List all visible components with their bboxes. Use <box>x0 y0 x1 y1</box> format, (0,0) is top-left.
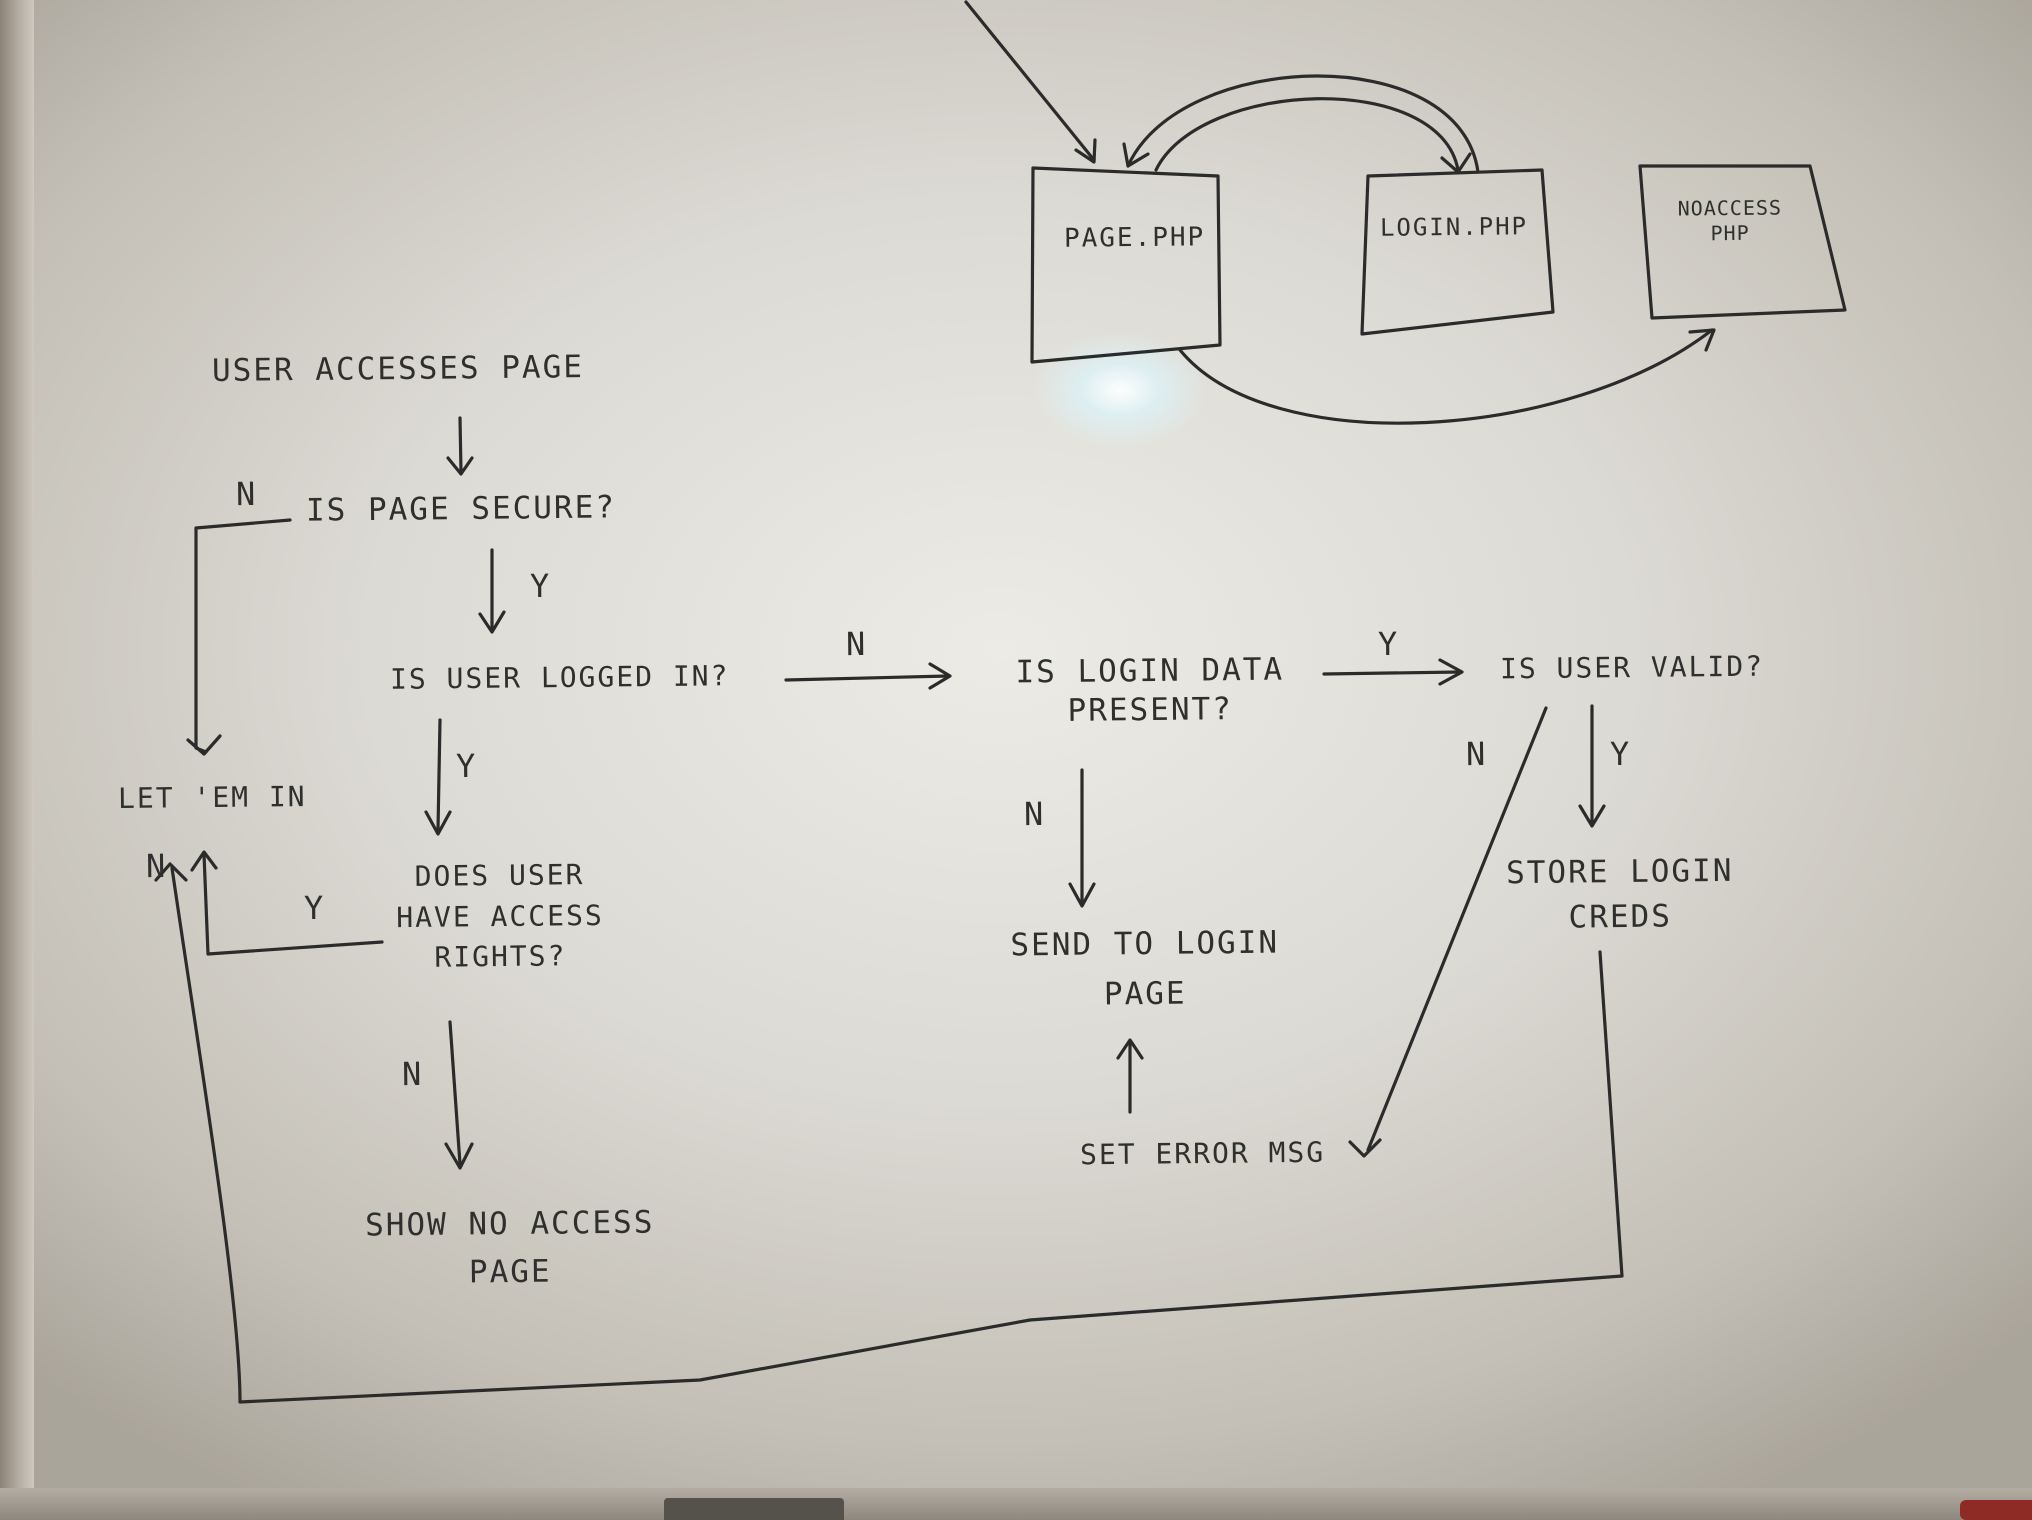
arrow-login-to-page <box>1126 74 1480 174</box>
label-rights-yes: Y <box>303 888 326 928</box>
node-start: USER ACCESSES PAGE <box>211 349 585 389</box>
edge-store-to-letin <box>170 866 1624 1404</box>
box-noaccess-label: NOACCESS PHP <box>1677 195 1783 246</box>
node-secure: IS PAGE SECURE? <box>305 489 617 529</box>
label-secure-yes: Y <box>529 566 552 606</box>
node-rights: DOES USER HAVE ACCESS RIGHTS? <box>396 858 604 974</box>
label-secure-no: N <box>235 474 258 514</box>
label-uservalid-yes: Y <box>1609 734 1632 774</box>
edge-rights-yes <box>202 852 384 956</box>
box-login-label: LOGIN.PHP <box>1379 212 1529 242</box>
node-user-valid: IS USER VALID? <box>1499 649 1765 686</box>
edge-uservalid-no <box>1366 706 1548 1152</box>
node-let-in: LET 'EM IN <box>117 780 307 815</box>
label-rights-no: N <box>401 1054 424 1094</box>
edge-rights-no <box>448 1020 462 1166</box>
edge-secure-no <box>194 518 292 754</box>
node-send-login: SEND TO LOGIN PAGE <box>1010 924 1280 1013</box>
box-page-label: PAGE.PHP <box>1063 222 1206 254</box>
label-uservalid-no: N <box>1465 734 1488 774</box>
red-marker <box>1960 1500 2032 1520</box>
edge-logindata-yes <box>1322 670 1462 676</box>
node-set-error: SET ERROR MSG <box>1079 1135 1326 1172</box>
arrow-into-page <box>964 0 1096 162</box>
edge-loggedin-yes <box>436 718 442 832</box>
box-noaccess <box>1638 164 1847 320</box>
label-loggedin-yes: Y <box>455 746 478 786</box>
whiteboard-frame <box>0 0 34 1520</box>
node-store-creds: STORE LOGIN CREDS <box>1505 852 1734 936</box>
node-no-access: SHOW NO ACCESS PAGE <box>364 1204 655 1291</box>
arrow-page-to-login <box>1154 97 1460 172</box>
label-logindata-yes: Y <box>1377 624 1400 664</box>
arrow-page-to-noaccess <box>1178 328 1714 425</box>
label-letin-n: N <box>145 846 168 886</box>
node-logged-in: IS USER LOGGED IN? <box>389 659 730 696</box>
marker-tray <box>0 1488 2032 1520</box>
edge-loggedin-no <box>784 674 950 682</box>
box-page <box>1030 166 1222 364</box>
box-login <box>1360 168 1555 336</box>
eraser <box>664 1498 844 1520</box>
label-logindata-no: N <box>1023 794 1046 834</box>
node-login-data: IS LOGIN DATA PRESENT? <box>1015 651 1285 729</box>
label-loggedin-no: N <box>845 624 868 664</box>
